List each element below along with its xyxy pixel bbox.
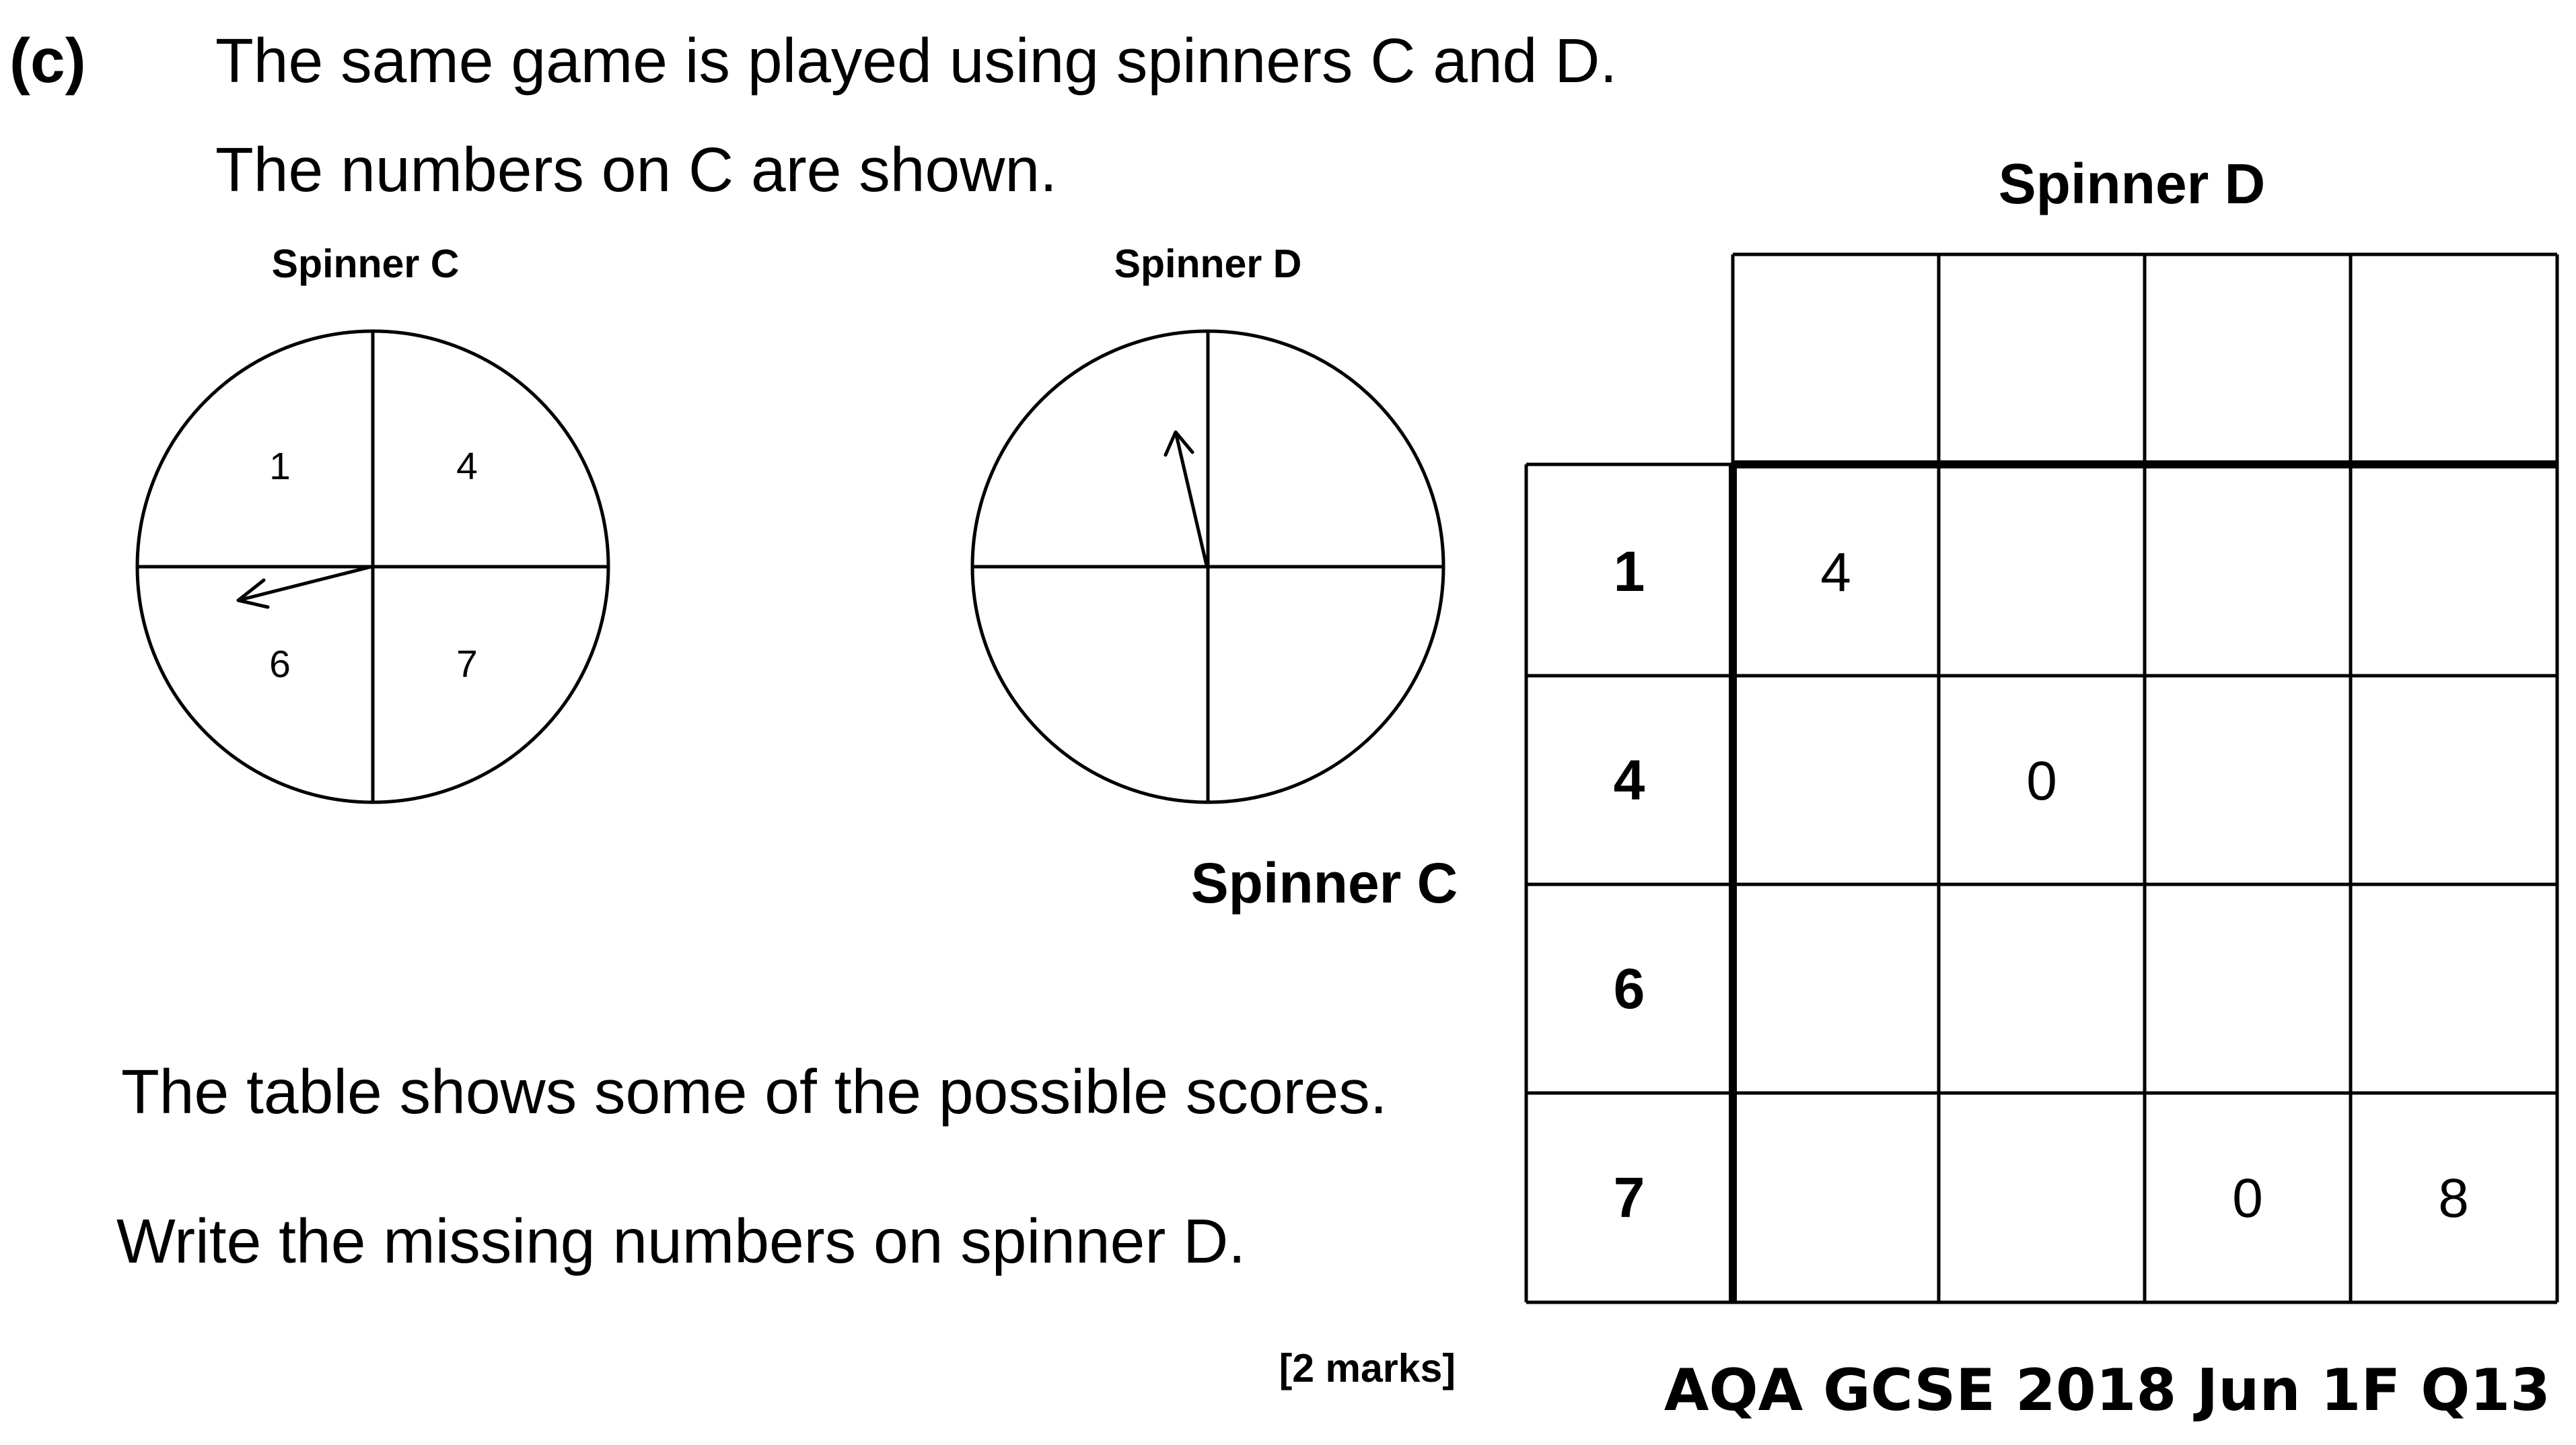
table-row-header: 7 — [1614, 1166, 1645, 1229]
score-table: Spinner D Spinner C 1 — [1191, 152, 2559, 1304]
spinner-c: Spinner C 1 4 6 7 — [135, 242, 610, 804]
table-row-header: 4 — [1614, 748, 1645, 812]
spinner-d-title: Spinner D — [1114, 242, 1302, 286]
table-cell: 0 — [2232, 1168, 2263, 1229]
table-row-header: 1 — [1614, 540, 1645, 603]
spinner-d-pointer-arrow — [1164, 430, 1209, 566]
spinner-c-sector-top-left: 1 — [269, 445, 291, 488]
source-label: AQA GCSE 2018 Jun 1F Q13 — [1664, 1357, 2550, 1424]
question-line-4: Write the missing numbers on spinner D. — [116, 1206, 1246, 1276]
table-cell: 8 — [2438, 1168, 2469, 1229]
marks-label: [2 marks] — [1279, 1346, 1456, 1390]
spinner-c-pointer-arrow — [236, 565, 372, 609]
spinner-c-sector-bottom-right: 7 — [456, 643, 478, 686]
table-cell: 0 — [2026, 750, 2057, 812]
table-cell: 4 — [1820, 542, 1851, 603]
spinner-c-sector-top-right: 4 — [456, 445, 478, 488]
table-row-header: 6 — [1614, 957, 1645, 1020]
spinner-d: Spinner D — [970, 242, 1445, 804]
table-grid — [1524, 252, 2559, 1304]
part-label: (c) — [9, 26, 86, 96]
question-line-2: The numbers on C are shown. — [215, 135, 1057, 205]
question-line-3: The table shows some of the possible sco… — [121, 1057, 1388, 1127]
table-row-title: Spinner C — [1191, 851, 1458, 915]
table-column-title: Spinner D — [1999, 152, 2266, 215]
spinner-c-sector-bottom-left: 6 — [269, 643, 291, 686]
spinner-c-title: Spinner C — [272, 242, 460, 286]
question-line-1: The same game is played using spinners C… — [215, 26, 1617, 96]
